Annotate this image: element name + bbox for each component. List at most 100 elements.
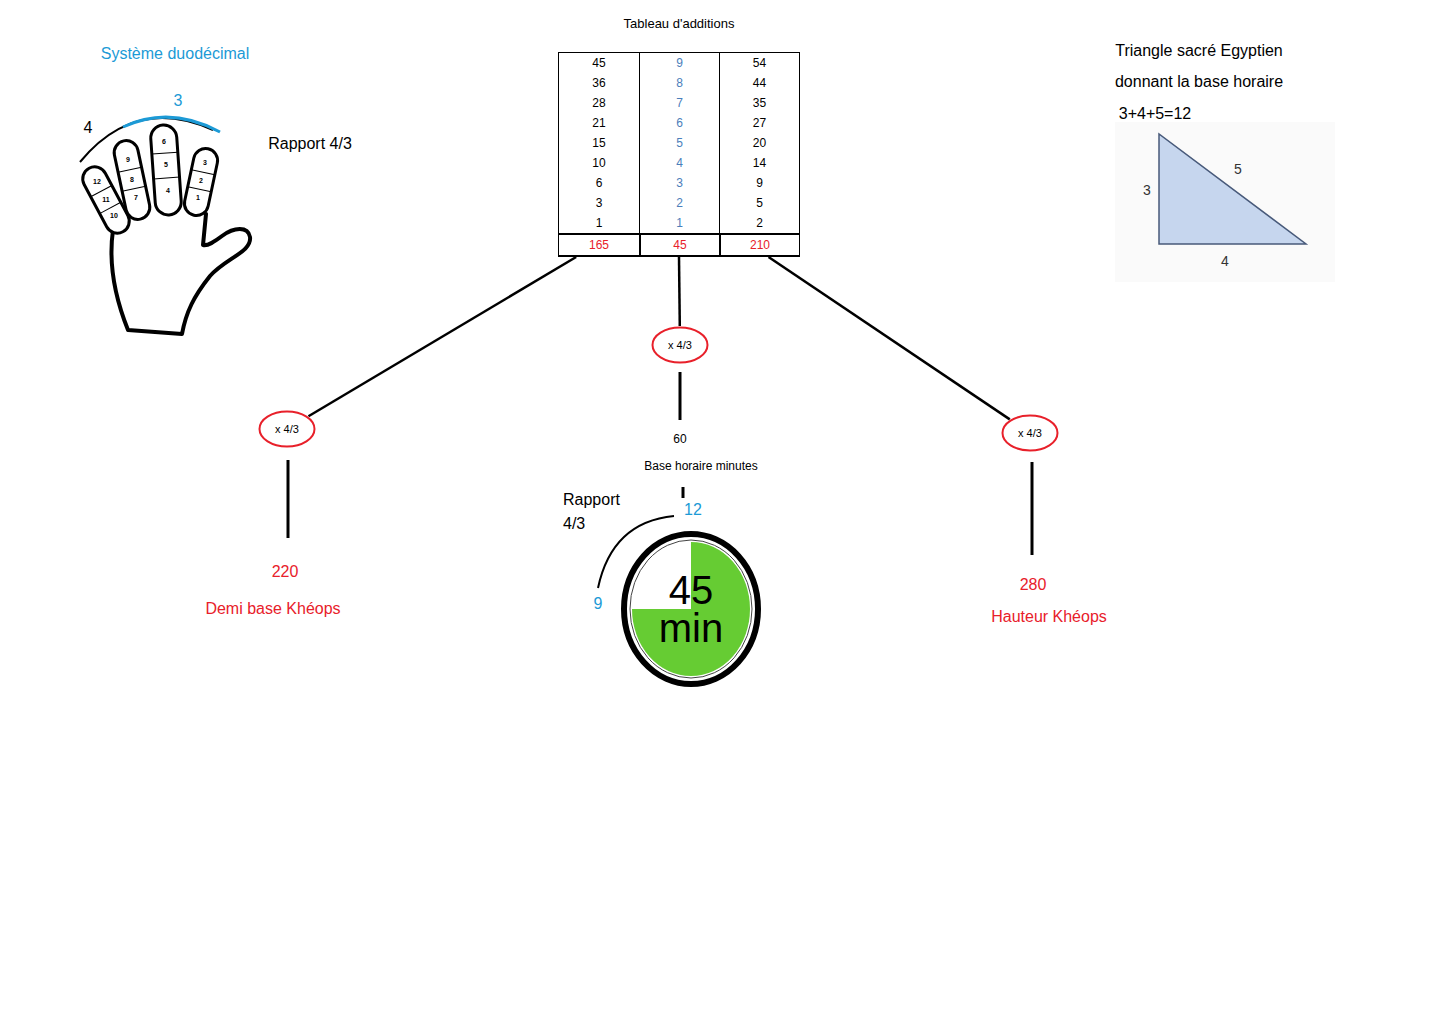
connector-line: [308, 257, 576, 416]
table-title: Tableau d'additions: [558, 16, 800, 31]
result-value: 220: [272, 563, 299, 581]
table-cell: 45: [639, 233, 719, 255]
connector-line: [678, 257, 681, 326]
ellipse-outline: [1003, 416, 1058, 451]
phalanx-line: [122, 186, 145, 191]
table-cell: 8: [639, 73, 719, 93]
phalanx-number: 3: [203, 159, 207, 167]
phalanx-line: [152, 152, 178, 154]
triangle-title: Triangle sacré Egyptien donnant la base …: [1094, 35, 1304, 97]
clock-mark: 12: [684, 501, 702, 519]
phalanx-number: 5: [164, 161, 168, 169]
table-cell: 5: [719, 193, 799, 213]
ratio-note: Rapport 4/3: [563, 488, 629, 536]
factor-text: x 4/3: [275, 423, 299, 435]
clock-text: 45 min: [641, 571, 741, 647]
connector-line: [769, 257, 1010, 419]
table-cell: 54: [719, 53, 799, 73]
table-cell: 36: [559, 73, 639, 93]
phalanx-number: 8: [130, 176, 134, 184]
table-cell: 20: [719, 133, 799, 153]
table-cell: 45: [559, 53, 639, 73]
arc-label: 3: [174, 92, 183, 110]
table-cell: 3: [639, 173, 719, 193]
clock-inner-ring: [630, 540, 752, 678]
arc-label: 4: [84, 119, 93, 137]
leader-line: [1031, 462, 1034, 555]
phalanx-number: 6: [162, 138, 166, 146]
factor-text: x 4/3: [1018, 427, 1042, 439]
table-cell: 6: [559, 173, 639, 193]
leader-line: [287, 460, 290, 538]
hand-finger: [182, 146, 220, 218]
table-cell: 44: [719, 73, 799, 93]
phalanx-number: 9: [126, 156, 130, 164]
table-cell: 7: [639, 93, 719, 113]
side-length: 4: [1221, 253, 1229, 269]
elapsed-sector: [632, 542, 750, 676]
ellipse-outline: [260, 412, 315, 447]
table-cell: 3: [559, 193, 639, 213]
table-cell: 9: [719, 173, 799, 193]
system-title: Système duodécimal: [101, 45, 250, 63]
factor-text: x 4/3: [668, 339, 692, 351]
table-cell: 1: [639, 213, 719, 233]
phalanx-number: 7: [134, 194, 138, 202]
table-cell: 21: [559, 113, 639, 133]
table-cell: 5: [639, 133, 719, 153]
table-cell: 2: [719, 213, 799, 233]
clock-mark: 9: [594, 595, 603, 613]
table-cell: 2: [639, 193, 719, 213]
table-cell: 27: [719, 113, 799, 133]
span-arc: [123, 117, 220, 132]
phalanx-number: 10: [110, 212, 118, 220]
phalanx-number: 11: [102, 196, 109, 204]
span-arc: [80, 118, 213, 162]
finger-outline: [150, 124, 182, 216]
hand-palm: [111, 214, 250, 334]
table-cell: 15: [559, 133, 639, 153]
table-cell: 35: [719, 93, 799, 113]
phalanx-line: [91, 186, 112, 197]
sum-formula: 3+4+5=12: [1119, 105, 1192, 123]
phalanx-line: [154, 177, 180, 179]
table-cell: 1: [559, 213, 639, 233]
finger-outline: [112, 138, 152, 221]
ellipse-outline: [653, 328, 708, 363]
table-cell: 10: [559, 153, 639, 173]
triangle-ground: [1115, 122, 1335, 282]
hand-finger: [112, 138, 152, 221]
phalanx-line: [191, 170, 214, 175]
result-value: 280: [1020, 576, 1047, 594]
phalanx-number: 1: [196, 194, 200, 202]
addition-table-box: Tableau d'additions459543684428735216271…: [558, 52, 800, 257]
leader-line: [679, 372, 682, 420]
result-caption: Demi base Khéops: [205, 600, 340, 618]
table-cell: 28: [559, 93, 639, 113]
factor-ellipse: x 4/3: [1001, 414, 1059, 452]
phalanx-line: [188, 187, 211, 192]
side-length: 5: [1234, 161, 1242, 177]
table-cell: 4: [639, 153, 719, 173]
phalanx-number: 12: [93, 178, 101, 186]
phalanx-number: 2: [199, 177, 203, 185]
table-cell: 14: [719, 153, 799, 173]
factor-ellipse: x 4/3: [258, 410, 316, 448]
table-cell: 9: [639, 53, 719, 73]
clock-rim: [624, 534, 758, 684]
table-cell: 165: [559, 233, 639, 255]
hand-finger: [150, 124, 182, 216]
table-cell: 6: [639, 113, 719, 133]
side-length: 3: [1143, 182, 1151, 198]
result-caption: Base horaire minutes: [644, 460, 757, 474]
result-caption: Hauteur Khéops: [991, 608, 1107, 626]
result-value: 60: [673, 433, 686, 447]
sacred-triangle: [1159, 134, 1306, 244]
phalanx-line: [118, 167, 141, 172]
factor-ellipse: x 4/3: [651, 326, 709, 364]
phalanx-number: 4: [166, 187, 170, 195]
addition-table: 4595436844287352162715520104146393251121…: [558, 52, 800, 257]
clock-node: 45 min: [620, 530, 762, 688]
phalanx-line: [100, 202, 121, 213]
leader-line: [682, 487, 685, 498]
